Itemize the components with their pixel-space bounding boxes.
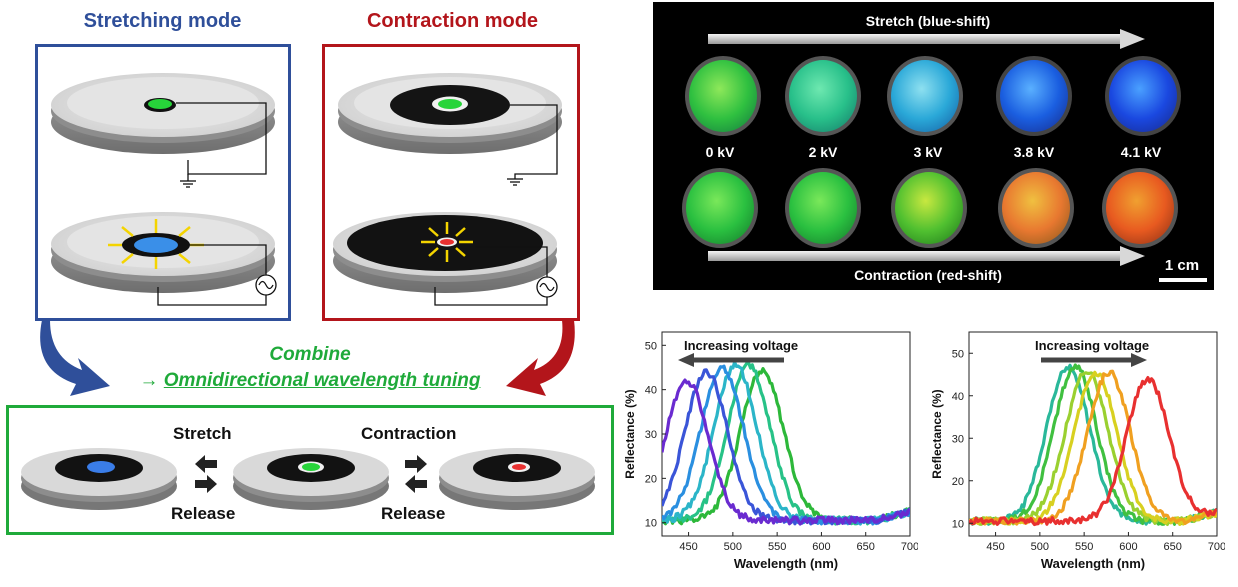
x-tick-label: 450 bbox=[986, 541, 1004, 553]
ac-source-icon bbox=[255, 274, 277, 296]
x-tick-label: 700 bbox=[901, 541, 918, 553]
y-tick-label: 30 bbox=[952, 433, 964, 445]
disk-initial bbox=[233, 448, 389, 510]
stretch-samples bbox=[685, 56, 1181, 136]
series-group bbox=[969, 363, 1217, 527]
y-tick-label: 20 bbox=[645, 473, 657, 485]
voltage-direction-arrow bbox=[678, 353, 784, 367]
x-tick-label: 500 bbox=[724, 541, 742, 553]
voltage-direction-arrow bbox=[1041, 353, 1147, 367]
combine-title: Combine bbox=[269, 344, 351, 365]
contraction-mode-panel bbox=[322, 44, 580, 321]
photo-panel: Stretch (blue-shift) 0 kV 2 kV 3 kV 3.8 … bbox=[653, 2, 1214, 290]
y-tick-label: 50 bbox=[952, 348, 964, 360]
voltage-label: 0 kV bbox=[706, 144, 735, 160]
stretch-curved-arrow bbox=[40, 320, 110, 396]
increasing-voltage-label: Increasing voltage bbox=[1035, 338, 1149, 353]
stretching-mode-title: Stretching mode bbox=[83, 10, 242, 32]
elastomer-disk-off bbox=[338, 73, 562, 154]
disk-contracted bbox=[439, 448, 595, 510]
release-label-2: Release bbox=[381, 504, 446, 523]
x-tick-label: 600 bbox=[1119, 541, 1137, 553]
flow-arrows bbox=[40, 320, 575, 396]
y-axis-label: Reflectance (%) bbox=[623, 389, 637, 478]
x-tick-label: 650 bbox=[1164, 541, 1182, 553]
voltage-label: 3.8 kV bbox=[1014, 144, 1055, 160]
scale-bar bbox=[1159, 278, 1207, 282]
combined-mode-panel: Stretch Release Contraction Release bbox=[6, 405, 614, 535]
x-tick-label: 550 bbox=[1075, 541, 1093, 553]
scale-bar-label: 1 cm bbox=[1165, 257, 1199, 274]
y-tick-label: 30 bbox=[645, 429, 657, 441]
plot-frame bbox=[968, 331, 1218, 537]
series-group bbox=[662, 360, 910, 526]
y-tick-label: 40 bbox=[952, 391, 964, 403]
x-axis-label: Wavelength (nm) bbox=[1041, 556, 1145, 571]
voltage-label: 2 kV bbox=[809, 144, 838, 160]
x-tick-label: 500 bbox=[1031, 541, 1049, 553]
stretching-mode-panel bbox=[35, 44, 291, 321]
x-axis-label: Wavelength (nm) bbox=[734, 556, 838, 571]
x-tick-label: 450 bbox=[679, 541, 697, 553]
y-tick-label: 20 bbox=[952, 476, 964, 488]
contraction-samples bbox=[682, 168, 1178, 248]
disk-stretched bbox=[21, 448, 177, 510]
x-tick-label: 650 bbox=[857, 541, 875, 553]
increasing-voltage-label: Increasing voltage bbox=[684, 338, 798, 353]
release-label-1: Release bbox=[171, 504, 236, 523]
voltage-label: 4.1 kV bbox=[1121, 144, 1162, 160]
elastomer-disk-contracted bbox=[333, 212, 557, 293]
elastomer-disk-off bbox=[51, 73, 275, 154]
y-axis-label: Reflectance (%) bbox=[930, 389, 944, 478]
contraction-red-shift-label: Contraction (red-shift) bbox=[854, 267, 1002, 283]
spectrum-series-line bbox=[662, 378, 910, 526]
y-tick-label: 10 bbox=[645, 518, 657, 530]
stretch-label: Stretch bbox=[173, 424, 232, 443]
contraction-mode-title: Contraction mode bbox=[366, 10, 539, 32]
arrow-glyph: → bbox=[139, 370, 159, 391]
contraction-label: Contraction bbox=[361, 424, 457, 443]
x-tick-label: 700 bbox=[1208, 541, 1225, 553]
elastomer-disk-stretched bbox=[51, 212, 275, 293]
stretch-arrow bbox=[708, 29, 1145, 49]
combine-subtitle: → Omnidirectional wavelength tuning bbox=[100, 370, 520, 392]
double-arrow-icon bbox=[405, 455, 427, 493]
voltage-label: 3 kV bbox=[914, 144, 943, 160]
x-tick-label: 550 bbox=[768, 541, 786, 553]
omnidirectional-text: Omnidirectional wavelength tuning bbox=[163, 370, 481, 391]
y-tick-label: 10 bbox=[952, 518, 964, 530]
voltage-labels: 0 kV 2 kV 3 kV 3.8 kV 4.1 kV bbox=[706, 144, 1162, 160]
contraction-curved-arrow bbox=[506, 320, 575, 396]
y-tick-label: 50 bbox=[645, 340, 657, 352]
y-tick-label: 40 bbox=[645, 385, 657, 397]
ground-icon bbox=[180, 174, 196, 188]
ac-source-icon bbox=[536, 276, 558, 298]
x-tick-label: 600 bbox=[812, 541, 830, 553]
contraction-arrow bbox=[708, 246, 1145, 266]
double-arrow-icon bbox=[195, 455, 217, 493]
ground-icon bbox=[507, 178, 523, 186]
spectrum-series-line bbox=[969, 376, 1217, 527]
compression-arrows bbox=[421, 222, 473, 262]
stretch-blue-shift-label: Stretch (blue-shift) bbox=[866, 13, 990, 29]
